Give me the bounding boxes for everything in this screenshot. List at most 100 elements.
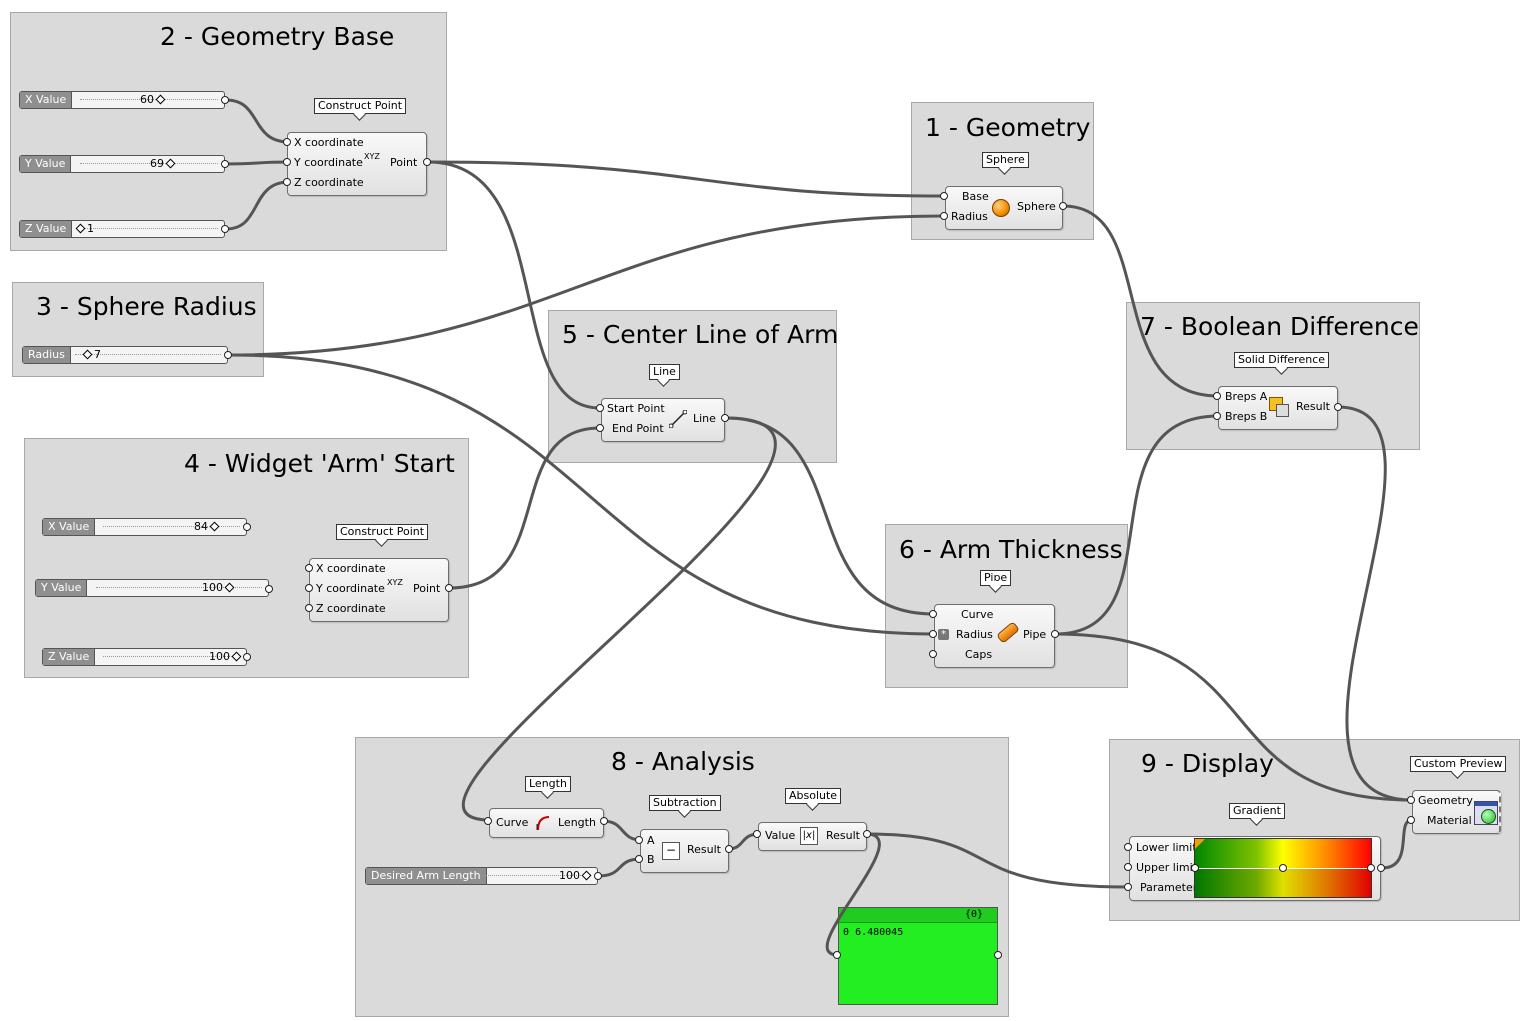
port-output[interactable] — [243, 523, 251, 531]
slider-radius[interactable]: Radius 7 — [22, 346, 228, 364]
port-output[interactable] — [221, 160, 229, 168]
slider-value: 84 — [194, 520, 208, 533]
pin-y-coordinate: Y coordinate — [316, 582, 385, 595]
port-output[interactable] — [1051, 630, 1059, 638]
tag-sphere: Sphere — [982, 152, 1029, 168]
port-input[interactable] — [1213, 392, 1221, 400]
port-input[interactable] — [305, 584, 313, 592]
port-output[interactable] — [423, 158, 431, 166]
port-input[interactable] — [596, 424, 604, 432]
port-input[interactable] — [940, 192, 948, 200]
pin-radius: Radius — [951, 210, 988, 223]
port-input[interactable] — [940, 212, 948, 220]
port-input[interactable] — [1124, 883, 1132, 891]
slider-knob[interactable] — [155, 94, 166, 105]
tag-construct-point: Construct Point — [336, 524, 429, 540]
slider-knob[interactable] — [75, 223, 86, 234]
component-absolute[interactable]: Value |x| Result — [758, 822, 867, 851]
gradient-grip-start[interactable] — [1191, 864, 1199, 872]
port-input[interactable] — [833, 951, 841, 959]
port-input[interactable] — [1124, 843, 1132, 851]
slider-knob[interactable] — [165, 158, 176, 169]
component-length[interactable]: Curve Length — [489, 808, 604, 838]
port-output[interactable] — [863, 830, 871, 838]
slider-track[interactable] — [80, 163, 218, 166]
port-input[interactable] — [929, 630, 937, 638]
component-construct-point-arm[interactable]: X coordinate Y coordinate Z coordinate X… — [309, 558, 449, 622]
slider-knob[interactable] — [231, 651, 242, 662]
port-input[interactable] — [753, 830, 761, 838]
port-input[interactable] — [1407, 796, 1415, 804]
port-output[interactable] — [224, 351, 232, 359]
slider-track[interactable] — [103, 526, 240, 529]
port-input[interactable] — [283, 138, 291, 146]
pin-z-coordinate: Z coordinate — [316, 602, 386, 615]
sphere-icon — [992, 199, 1010, 217]
port-input[interactable] — [635, 836, 643, 844]
slider-label: Desired Arm Length — [366, 868, 487, 884]
component-pipe[interactable]: Curve * Radius Caps Pipe — [934, 604, 1055, 668]
slider-arm-y[interactable]: Y Value 100 — [35, 579, 269, 597]
component-solid-difference[interactable]: Breps A Breps B Result — [1218, 386, 1338, 430]
port-output[interactable] — [445, 584, 453, 592]
pin-curve: Curve — [496, 816, 529, 829]
component-construct-point-base[interactable]: X coordinate Y coordinate Z coordinate X… — [287, 132, 427, 196]
gradient-grip-mid[interactable] — [1279, 864, 1287, 872]
slider-knob[interactable] — [581, 870, 592, 881]
slider-base-y[interactable]: Y Value 69 — [19, 155, 225, 173]
port-output[interactable] — [265, 585, 273, 593]
slider-knob[interactable] — [209, 521, 220, 532]
port-input[interactable] — [1124, 863, 1132, 871]
port-input[interactable] — [305, 564, 313, 572]
port-output[interactable] — [594, 872, 602, 880]
component-custom-preview[interactable]: Geometry Material — [1412, 790, 1501, 834]
component-sphere[interactable]: Base Radius Sphere — [945, 186, 1063, 230]
output-panel[interactable]: {0} 0 6.480045 — [838, 907, 998, 1005]
slider-value: 100 — [209, 650, 230, 663]
slider-track[interactable] — [80, 99, 218, 102]
pin-result: Result — [1296, 400, 1330, 413]
port-output[interactable] — [721, 414, 729, 422]
slider-track[interactable] — [103, 656, 240, 659]
gradient-grip-end[interactable] — [1367, 864, 1375, 872]
slider-track[interactable] — [484, 875, 591, 878]
port-output[interactable] — [600, 817, 608, 825]
port-output[interactable] — [1334, 403, 1342, 411]
pin-result: Result — [826, 829, 860, 842]
port-output[interactable] — [221, 96, 229, 104]
slider-desired-arm-length[interactable]: Desired Arm Length 100 — [365, 867, 598, 885]
group-title: 4 - Widget 'Arm' Start — [184, 449, 455, 478]
slider-track[interactable] — [96, 587, 262, 590]
port-input[interactable] — [1213, 412, 1221, 420]
port-input[interactable] — [635, 855, 643, 863]
port-output[interactable] — [221, 225, 229, 233]
port-input[interactable] — [596, 404, 604, 412]
slider-knob[interactable] — [224, 582, 235, 593]
port-input[interactable] — [283, 178, 291, 186]
slider-track[interactable] — [80, 228, 218, 231]
port-input[interactable] — [929, 610, 937, 618]
port-output[interactable] — [1377, 864, 1385, 872]
port-output[interactable] — [243, 653, 251, 661]
port-output[interactable] — [725, 845, 733, 853]
port-output[interactable] — [1059, 202, 1067, 210]
pin-b: B — [647, 853, 655, 866]
component-line[interactable]: Start Point End Point Line — [601, 398, 725, 442]
slider-knob[interactable] — [82, 349, 93, 360]
slider-value: 1 — [87, 222, 94, 235]
slider-arm-z[interactable]: Z Value 100 — [42, 648, 247, 666]
group-title: 7 - Boolean Difference — [1140, 312, 1419, 341]
gradient-preview[interactable] — [1191, 838, 1375, 898]
pin-breps-b: Breps B — [1225, 410, 1268, 423]
port-input[interactable] — [929, 650, 937, 658]
port-input[interactable] — [484, 817, 492, 825]
slider-track[interactable] — [75, 354, 221, 357]
slider-arm-x[interactable]: X Value 84 — [42, 518, 247, 536]
port-input[interactable] — [1407, 816, 1415, 824]
component-subtraction[interactable]: A B − Result — [640, 829, 729, 873]
port-input[interactable] — [283, 158, 291, 166]
slider-base-x[interactable]: X Value 60 — [19, 91, 225, 109]
port-input[interactable] — [305, 604, 313, 612]
slider-base-z[interactable]: Z Value 1 — [19, 220, 225, 238]
port-output[interactable] — [994, 951, 1002, 959]
